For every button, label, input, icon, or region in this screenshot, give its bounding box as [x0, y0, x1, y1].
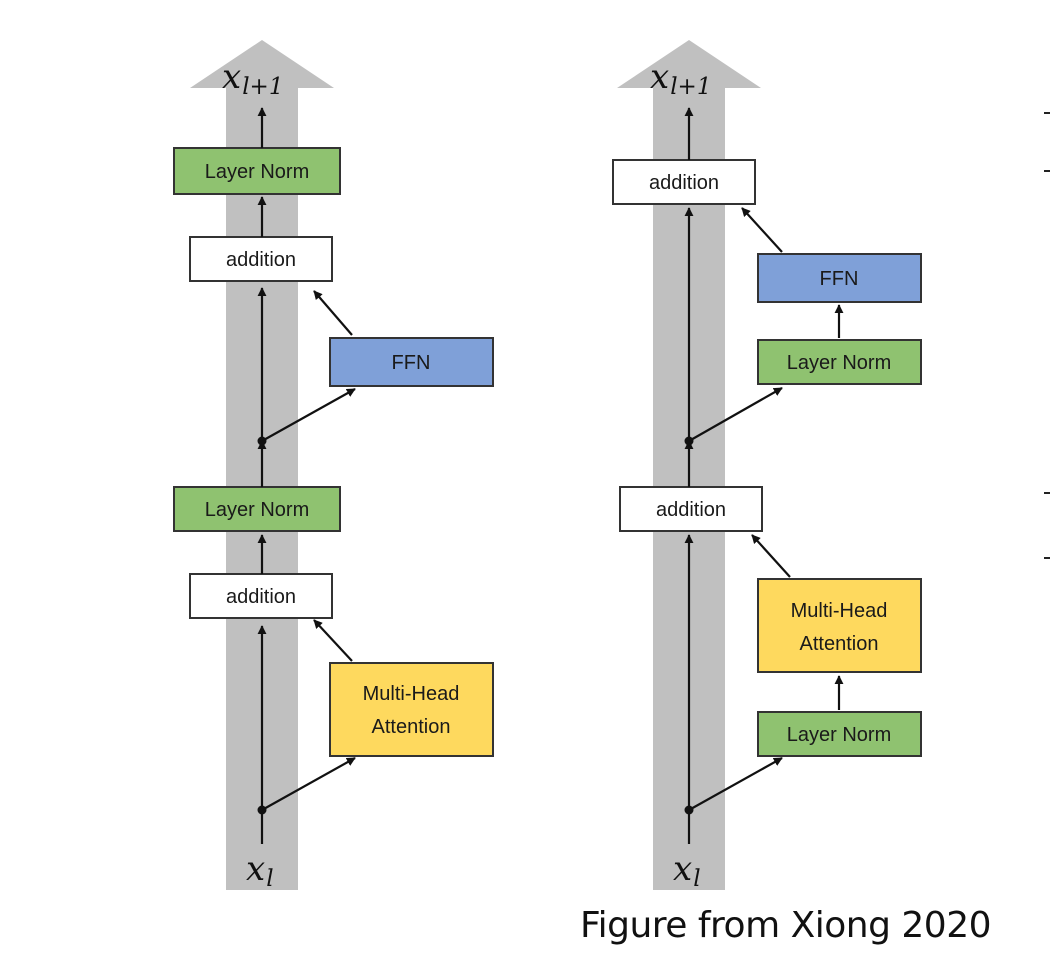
top-addition-box: addition [189, 236, 333, 282]
svg-text:Layer Norm: Layer Norm [205, 499, 309, 521]
ffn-layer-norm-box: Layer Norm [757, 339, 922, 385]
attn-layer-norm-box: Layer Norm [757, 711, 922, 757]
top-layer-norm-box: Layer Norm [173, 147, 341, 195]
mid-addition-box: addition [619, 486, 763, 532]
svg-text:FFN: FFN [820, 268, 859, 290]
input-label: xl [246, 849, 274, 892]
output-label: xl+1 [222, 57, 283, 100]
svg-text:Multi-Head: Multi-Head [363, 683, 460, 705]
mid-layer-norm-box: Layer Norm [173, 486, 341, 532]
svg-text:Multi-Head: Multi-Head [791, 600, 888, 622]
svg-text:addition: addition [226, 586, 296, 608]
svg-text:Layer Norm: Layer Norm [205, 161, 309, 183]
branch-dot [257, 436, 267, 446]
connectors [257, 107, 356, 844]
output-label: xl+1 [650, 57, 711, 100]
ffn-box: FFN [757, 253, 922, 303]
svg-text:addition: addition [226, 249, 296, 271]
branch-dot [684, 436, 694, 446]
pre-ln-diagram: xl+1 xl addition FFN Layer Norm addition… [612, 40, 922, 892]
svg-text:addition: addition [649, 172, 719, 194]
cropped-edge-marks [1044, 112, 1050, 559]
svg-text:Attention: Attention [800, 633, 879, 655]
svg-text:Attention: Attention [372, 716, 451, 738]
post-ln-diagram: xl+1 xl Layer Norm addition FFN Layer No… [173, 40, 494, 892]
connectors [684, 107, 844, 844]
attention-box: Multi-Head Attention [757, 578, 922, 673]
branch-dot [257, 805, 267, 815]
svg-text:Layer Norm: Layer Norm [787, 724, 891, 746]
top-addition-box: addition [612, 159, 756, 205]
attention-box: Multi-Head Attention [329, 662, 494, 757]
bottom-addition-box: addition [189, 573, 333, 619]
svg-text:FFN: FFN [392, 352, 431, 374]
figure-caption: Figure from Xiong 2020 [580, 905, 992, 946]
svg-text:Layer Norm: Layer Norm [787, 352, 891, 374]
svg-text:addition: addition [656, 499, 726, 521]
ffn-box: FFN [329, 337, 494, 387]
branch-dot [684, 805, 694, 815]
input-label: xl [673, 849, 701, 892]
